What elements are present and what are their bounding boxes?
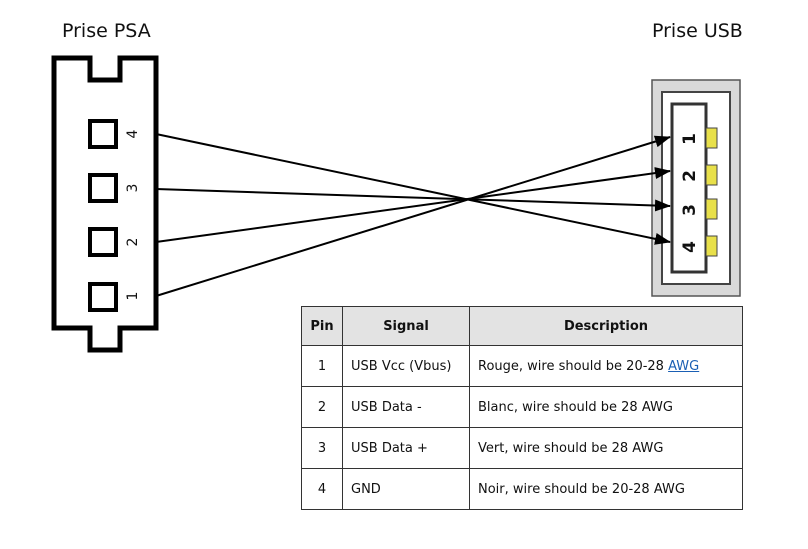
cell-signal: GND — [342, 468, 470, 510]
usb-contact-3 — [705, 198, 718, 220]
cell-description: Vert, wire should be 28 AWG — [469, 427, 743, 469]
psa-connector-title: Prise PSA — [62, 20, 151, 42]
wire-psa4-to-usb4 — [155, 133, 671, 245]
cell-description: Noir, wire should be 20-28 AWG — [469, 468, 743, 510]
cell-pin: 1 — [301, 345, 343, 387]
header-signal: Signal — [342, 306, 470, 346]
table-row: 4 GND Noir, wire should be 20-28 AWG — [301, 468, 743, 510]
cell-description: Rouge, wire should be 20-28 AWG — [469, 345, 743, 387]
table-row: 2 USB Data - Blanc, wire should be 28 AW… — [301, 386, 743, 428]
description-text: Rouge, wire should be 20-28 — [478, 358, 669, 374]
psa-pin-2-square — [88, 227, 118, 257]
psa-pin-label: 4 — [125, 129, 141, 138]
wire-psa3-to-usb3 — [155, 188, 671, 212]
table-row: 1 USB Vcc (Vbus) Rouge, wire should be 2… — [301, 345, 743, 387]
cell-pin: 3 — [301, 427, 343, 469]
usb-connector-tongue — [670, 102, 708, 274]
usb-contact-1 — [705, 127, 718, 149]
psa-pin-label: 1 — [125, 292, 141, 301]
cell-signal: USB Vcc (Vbus) — [342, 345, 470, 387]
psa-pin-3-square — [88, 173, 118, 203]
table-header-row: Pin Signal Description — [301, 306, 743, 346]
usb-pin-label: 3 — [680, 204, 700, 216]
usb-connector-title: Prise USB — [652, 20, 743, 42]
psa-pin-1-square — [88, 282, 118, 312]
cell-signal: USB Data - — [342, 386, 470, 428]
usb-contact-2 — [705, 164, 718, 186]
psa-pin-label: 2 — [125, 238, 141, 247]
usb-pin-label: 2 — [680, 170, 700, 182]
cell-signal: USB Data + — [342, 427, 470, 469]
awg-link[interactable]: AWG — [668, 358, 700, 374]
header-description: Description — [469, 306, 743, 346]
table-row: 3 USB Data + Vert, wire should be 28 AWG — [301, 427, 743, 469]
cell-description: Blanc, wire should be 28 AWG — [469, 386, 743, 428]
usb-contact-4 — [705, 235, 718, 257]
psa-connector-outline — [51, 55, 159, 353]
wire-psa1-to-usb1 — [155, 135, 671, 297]
usb-pin-label: 4 — [680, 241, 700, 253]
cell-pin: 4 — [301, 468, 343, 510]
usb-pin-label: 1 — [680, 133, 700, 145]
wire-psa2-to-usb2 — [155, 167, 671, 243]
psa-pin-label: 3 — [125, 184, 141, 193]
psa-pin-4-square — [88, 119, 118, 149]
pinout-table: Pin Signal Description 1 USB Vcc (Vbus) … — [301, 306, 743, 510]
header-pin: Pin — [301, 306, 343, 346]
cell-pin: 2 — [301, 386, 343, 428]
